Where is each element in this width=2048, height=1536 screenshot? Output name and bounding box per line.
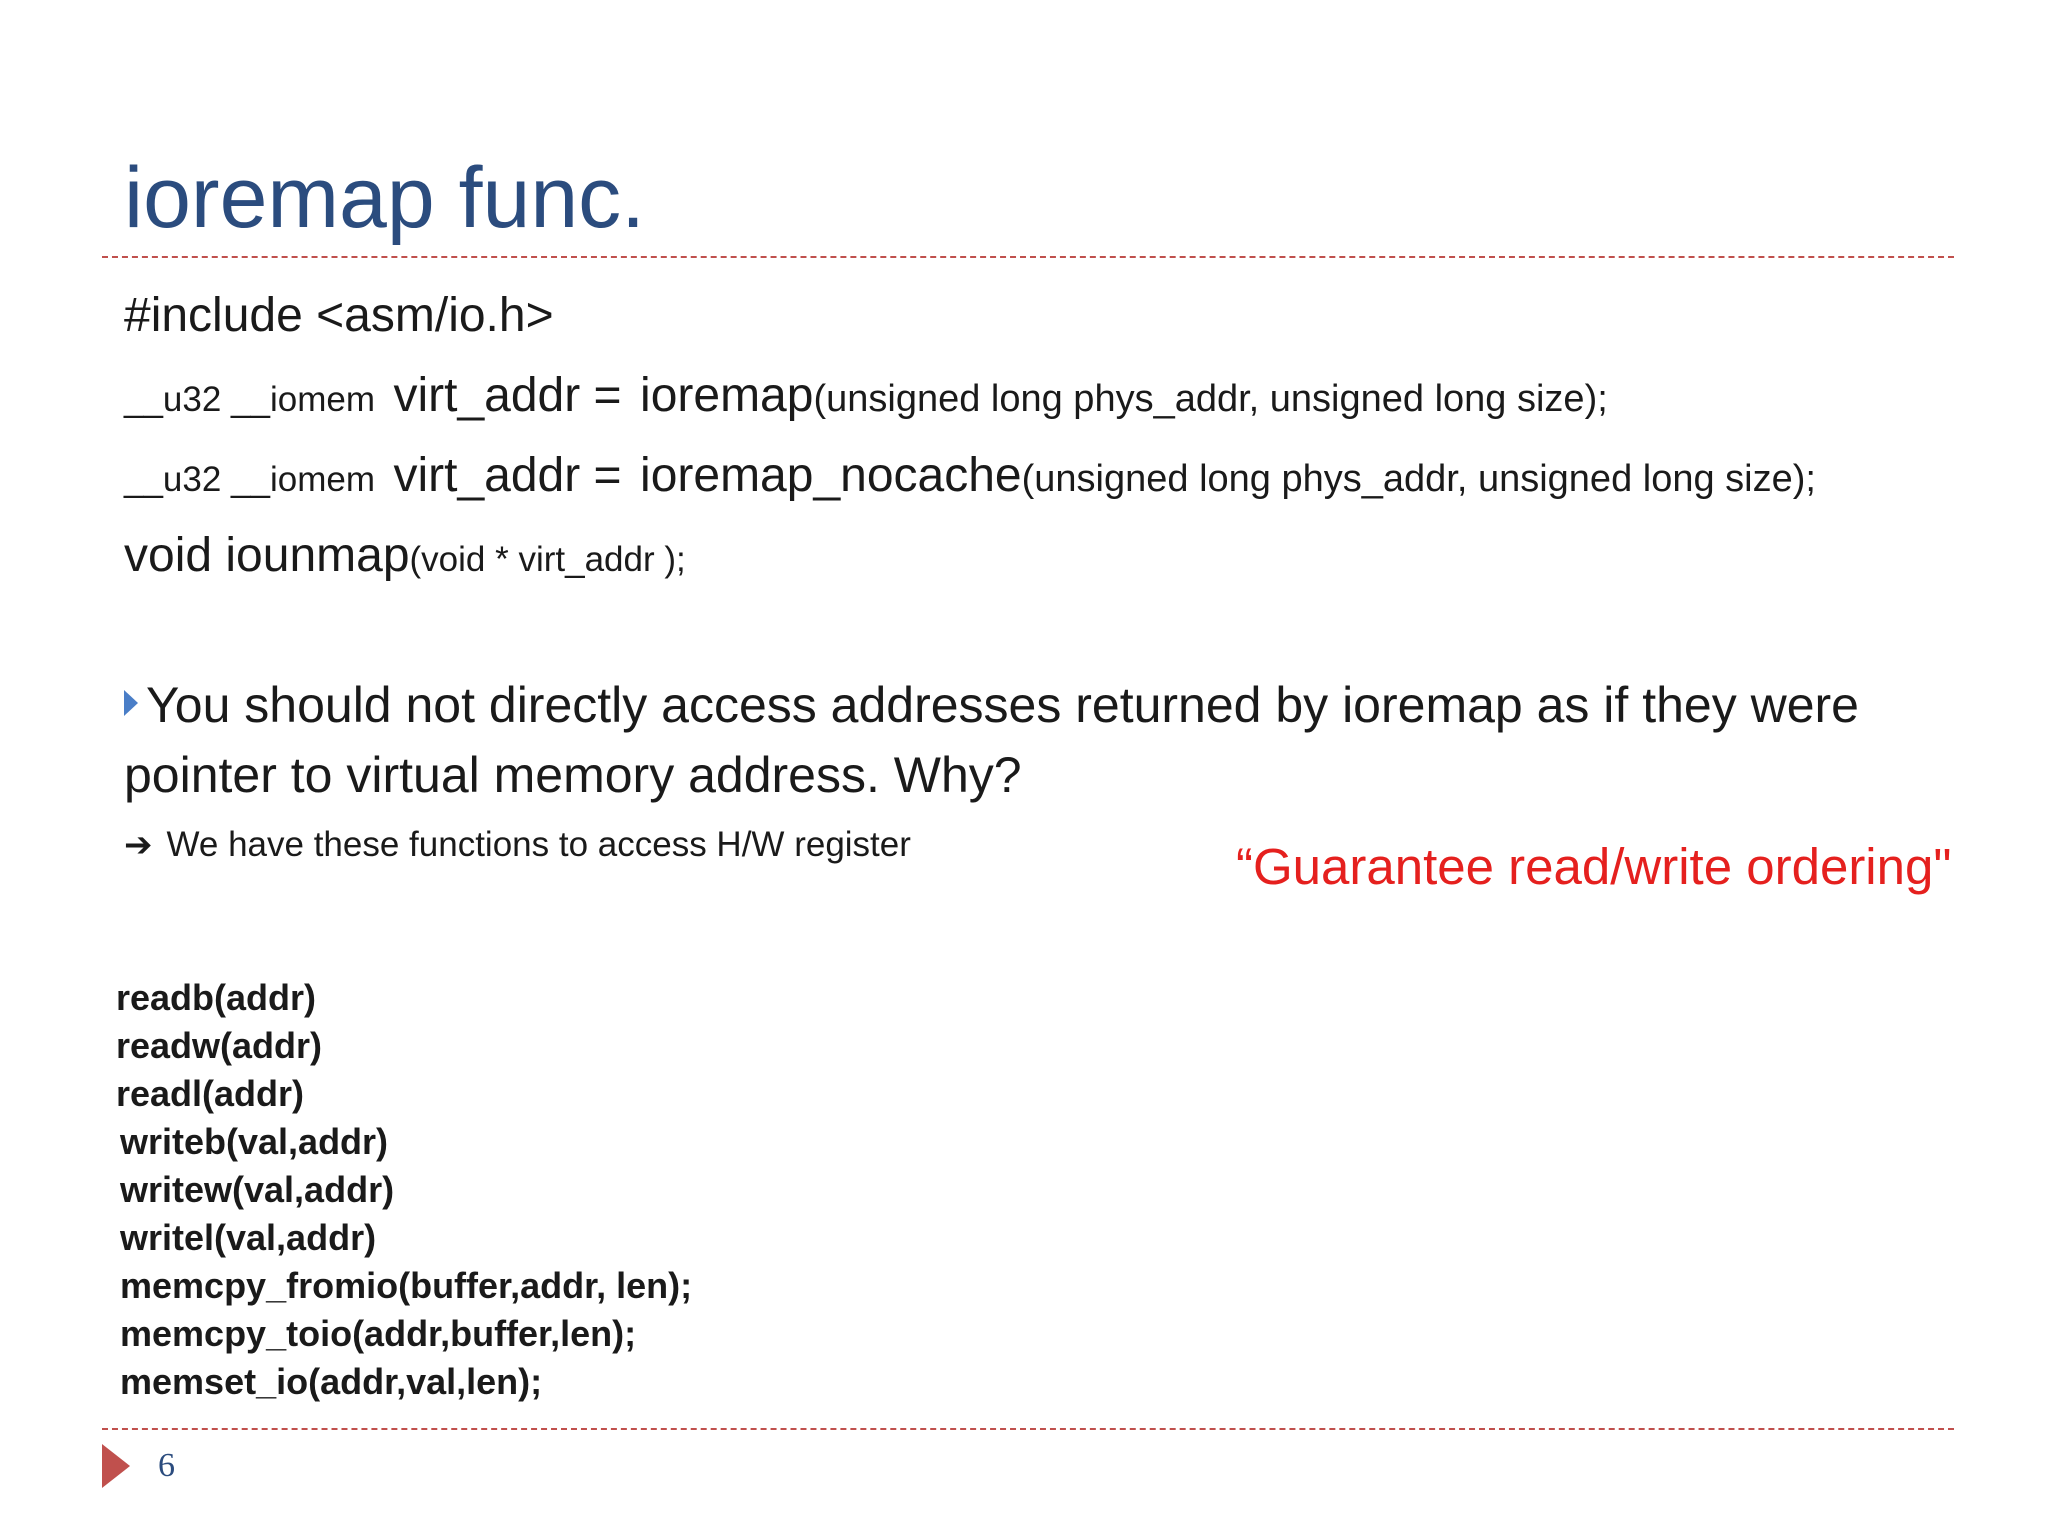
- ioremap-nocache-args: (unsigned long phys_addr, unsigned long …: [1021, 458, 1816, 500]
- function-item: readw(addr): [116, 1025, 323, 1066]
- iounmap-line: void iounmap(void * virt_addr );: [124, 528, 686, 583]
- function-list: readb(addr) readw(addr) readl(addr) writ…: [116, 974, 692, 1406]
- iounmap-func: void iounmap: [124, 529, 410, 582]
- function-item: readb(addr): [116, 977, 317, 1018]
- sub-point: ➔ We have these functions to access H/W r…: [124, 822, 911, 868]
- right-arrow-icon: ➔: [124, 826, 153, 864]
- function-item: memcpy_fromio(buffer,addr, len);: [120, 1265, 693, 1306]
- iounmap-args: (void * virt_addr );: [409, 540, 686, 579]
- footer-triangle-icon: [102, 1444, 130, 1488]
- function-item: writew(val,addr): [120, 1169, 395, 1210]
- slide-title: ioremap func.: [124, 150, 646, 246]
- ioremap-nocache-prefix: __u32 __iomem: [124, 460, 375, 499]
- function-item: writel(val,addr): [120, 1217, 377, 1258]
- include-line: #include <asm/io.h>: [124, 289, 554, 342]
- function-item: memcpy_toio(addr,buffer,len);: [120, 1313, 637, 1354]
- ioremap-nocache-func: ioremap_nocache: [640, 449, 1022, 502]
- ioremap-nocache-var: virt_addr =: [393, 449, 622, 502]
- bullet-triangle-icon: [124, 690, 138, 716]
- ioremap-nocache-line: __u32 __iomem virt_addr = ioremap_nocach…: [124, 448, 1816, 503]
- title-divider: [102, 256, 1954, 258]
- function-item: memset_io(addr,val,len);: [120, 1361, 543, 1402]
- ordering-quote: “Guarantee read/write ordering": [1236, 838, 1952, 895]
- ioremap-prefix: __u32 __iomem: [124, 380, 375, 419]
- ioremap-args: (unsigned long phys_addr, unsigned long …: [813, 378, 1608, 420]
- bullet-text: You should not directly access addresses…: [124, 677, 1859, 803]
- ioremap-line: __u32 __iomem virt_addr = ioremap(unsign…: [124, 368, 1608, 423]
- ioremap-func: ioremap: [640, 369, 814, 422]
- footer-divider: [102, 1428, 1954, 1430]
- bullet-point: You should not directly access addresses…: [124, 670, 1884, 810]
- function-item: writeb(val,addr): [120, 1121, 389, 1162]
- page-number: 6: [158, 1447, 175, 1484]
- function-item: readl(addr): [116, 1073, 305, 1114]
- ioremap-var: virt_addr =: [393, 369, 622, 422]
- sub-point-text: We have these functions to access H/W re…: [166, 825, 911, 864]
